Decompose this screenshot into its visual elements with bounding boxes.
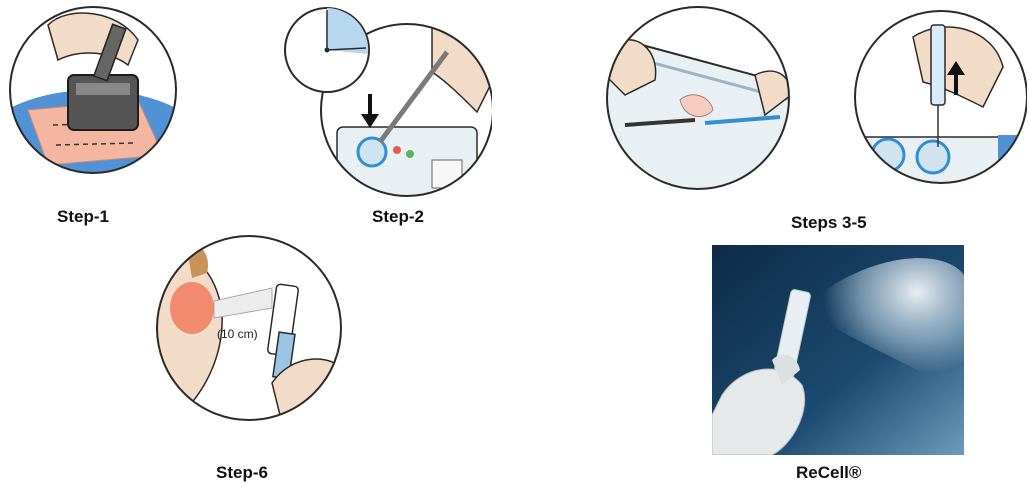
- step-3-illustration: [605, 5, 791, 191]
- step-5-illustration: [853, 7, 1027, 187]
- recell-caption: ReCell®: [796, 463, 861, 483]
- steps-3-5-caption: Steps 3-5: [791, 213, 867, 233]
- step-1-illustration: [8, 5, 178, 175]
- step-2-caption: Step-2: [372, 207, 424, 227]
- timer-dial-icon: [285, 8, 369, 92]
- step-6-illustration: (10 cm): [152, 233, 348, 423]
- distance-label: (10 cm): [217, 327, 258, 341]
- recell-spray-photo: [712, 245, 964, 455]
- step-6-caption: Step-6: [216, 463, 268, 483]
- step-2-illustration: [282, 2, 492, 198]
- step-1-caption: Step-1: [57, 207, 109, 227]
